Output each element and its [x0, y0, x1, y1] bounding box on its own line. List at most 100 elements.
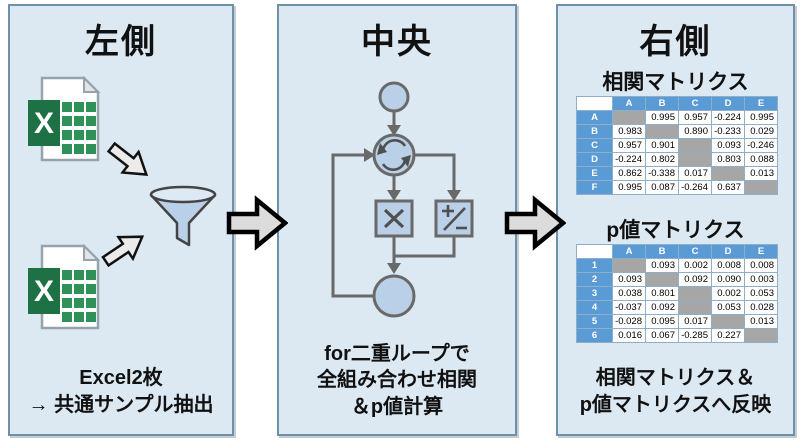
- matrix-cell: [678, 300, 712, 315]
- row-header: F: [576, 180, 613, 195]
- matrix-cell: 0.890: [678, 124, 712, 139]
- matrix-cell: -0.233: [711, 124, 745, 139]
- column-header: A: [612, 96, 646, 111]
- matrix-cell: 0.029: [744, 124, 778, 139]
- matrix-cell: -0.264: [678, 180, 712, 195]
- column-header: C: [678, 96, 712, 111]
- excel-x-letter: X: [34, 275, 54, 308]
- matrix-cell: 0.803: [711, 152, 745, 167]
- matrix-cell: [711, 166, 745, 181]
- correlation-matrix-title: 相関マトリクス: [602, 71, 749, 94]
- matrix-cell: 0.067: [645, 328, 679, 343]
- matrix-cell: 0.995: [645, 110, 679, 125]
- row-header: E: [576, 166, 613, 181]
- arrow-left-to-center-icon: [226, 195, 288, 251]
- matrix-cell: [678, 152, 712, 167]
- circle-node: [378, 81, 410, 113]
- flowchart: [331, 81, 474, 318]
- column-header: E: [744, 96, 778, 111]
- column-header: D: [711, 244, 745, 259]
- matrix-cell: -0.224: [612, 152, 646, 167]
- matrix-cell: 0.088: [744, 152, 778, 167]
- excel-file-icon: X: [28, 244, 101, 330]
- matrix-cell: -0.338: [645, 166, 679, 181]
- column-header: C: [678, 244, 712, 259]
- row-header: 6: [576, 328, 613, 343]
- panel-right-title: 右側: [639, 23, 712, 61]
- funnel-icon: [149, 185, 217, 247]
- pvalue-matrix-title: p値マトリクス: [606, 219, 745, 242]
- left-caption-line2: → 共通サンプル抽出: [28, 393, 214, 416]
- matrix-cell: 0.093: [612, 272, 646, 287]
- panel-left-title: 左側: [85, 23, 157, 61]
- circle-node: [372, 274, 416, 318]
- matrix-cell: 0.017: [678, 314, 712, 329]
- matrix-cell: 0.002: [678, 258, 712, 273]
- matrix-cell: -0.224: [711, 110, 745, 125]
- matrix-cell: 0.995: [744, 110, 778, 125]
- matrix-cell: 0.957: [612, 138, 646, 153]
- matrix-cell: 0.090: [711, 272, 745, 287]
- matrix-cell: 0.862: [612, 166, 646, 181]
- center-caption-line1: for二重ループで: [324, 342, 470, 365]
- matrix-cell: -0.037: [612, 300, 646, 315]
- matrix-cell: 0.003: [744, 272, 778, 287]
- matrix-cell: [612, 110, 646, 125]
- matrix-cell: [645, 124, 679, 139]
- arrow-icon: [106, 141, 149, 176]
- column-header: D: [711, 96, 745, 111]
- row-header: D: [576, 152, 613, 167]
- matrix-cell: 0.093: [645, 258, 679, 273]
- matrix-cell: -0.246: [744, 138, 778, 153]
- matrix-cell: 0.095: [645, 314, 679, 329]
- matrix-cell: 0.801: [645, 286, 679, 301]
- center-caption-line2: 全組み合わせ相関: [317, 369, 477, 392]
- matrix-cell: 0.028: [744, 300, 778, 315]
- matrix-cell: 0.995: [612, 180, 646, 195]
- matrix-cell: 0.983: [612, 124, 646, 139]
- corner-cell: [576, 96, 613, 111]
- matrix-cell: 0.038: [612, 286, 646, 301]
- column-header: A: [612, 244, 646, 259]
- right-caption: 相関マトリクス＆ p値マトリクスへ反映: [558, 365, 793, 418]
- center-caption-line3: ＆p値計算: [350, 395, 444, 418]
- center-caption: for二重ループで 全組み合わせ相関 ＆p値計算: [279, 341, 515, 420]
- matrix-cell: 0.008: [711, 258, 745, 273]
- matrix-cell: 0.092: [678, 272, 712, 287]
- row-header: C: [576, 138, 613, 153]
- matrix-cell: 0.901: [645, 138, 679, 153]
- matrix-cell: [678, 138, 712, 153]
- matrix-cell: 0.053: [744, 286, 778, 301]
- matrix-cell: 0.013: [744, 314, 778, 329]
- matrix-cell: 0.092: [645, 300, 679, 315]
- column-header: B: [645, 244, 679, 259]
- matrix-cell: 0.002: [711, 286, 745, 301]
- row-header: 1: [576, 258, 613, 273]
- matrix-cell: 0.087: [645, 180, 679, 195]
- matrix-cell: [744, 180, 778, 195]
- matrix-cell: -0.285: [678, 328, 712, 343]
- matrix-cell: 0.017: [678, 166, 712, 181]
- matrix-cell: 0.013: [744, 166, 778, 181]
- panel-center: 中央: [277, 4, 517, 436]
- matrix-cell: [645, 272, 679, 287]
- arrow-center-to-right-icon: [504, 195, 566, 251]
- corner-cell: [576, 244, 613, 259]
- matrix-cell: -0.028: [612, 314, 646, 329]
- row-header: 4: [576, 300, 613, 315]
- matrix-cell: 0.802: [645, 152, 679, 167]
- row-header: A: [576, 110, 613, 125]
